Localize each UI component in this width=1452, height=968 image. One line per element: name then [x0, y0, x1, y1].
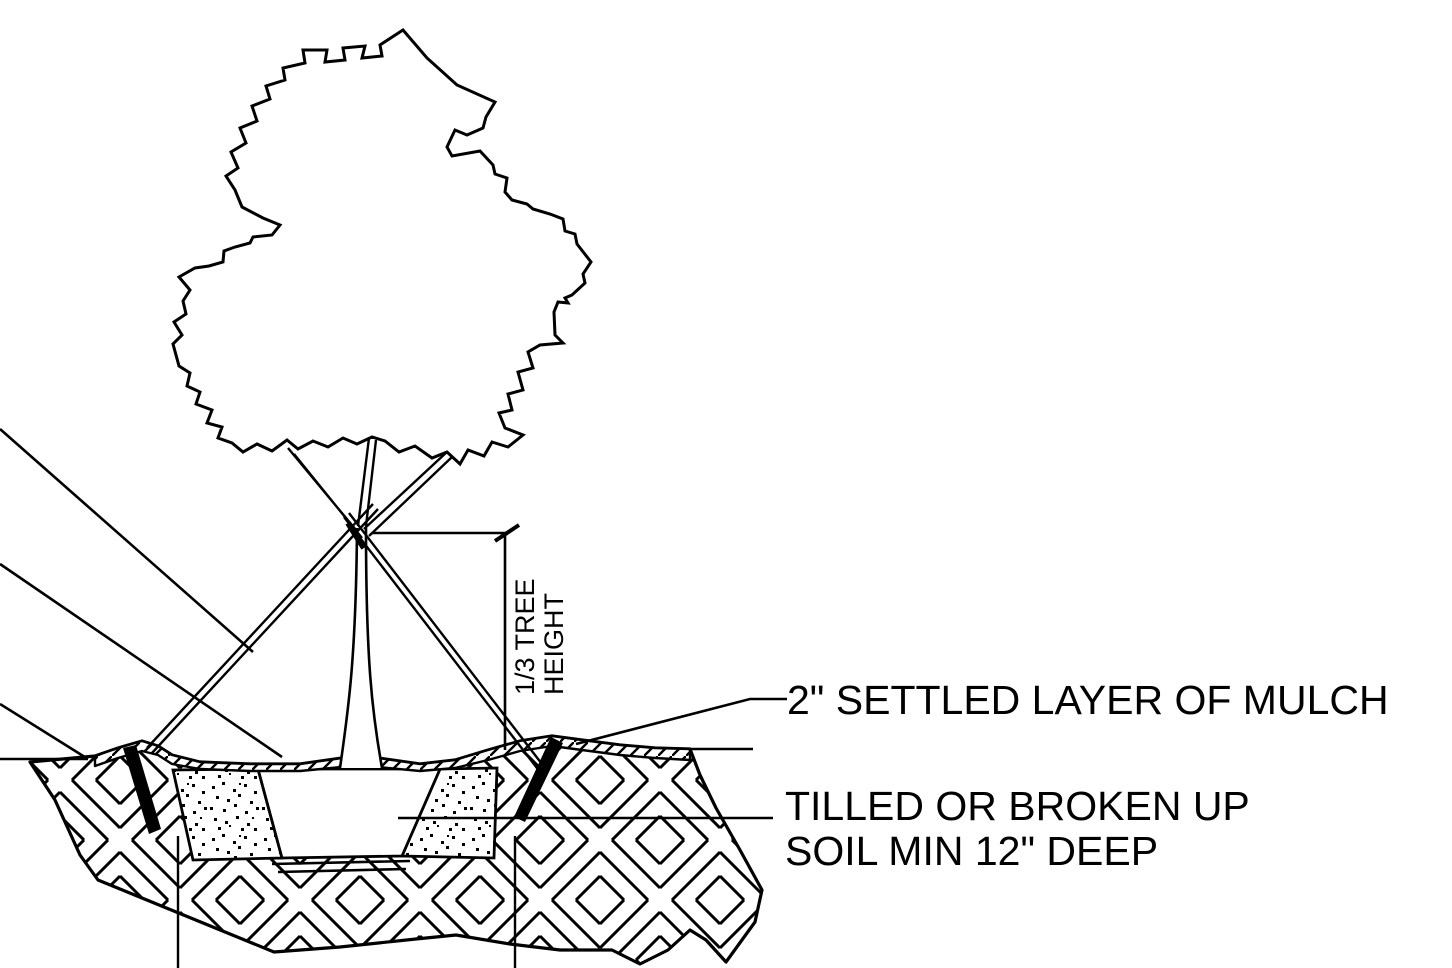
- root-ball: [256, 767, 443, 874]
- label-mulch-text: 2" SETTLED LAYER OF MULCH: [787, 677, 1389, 723]
- label-mulch: 2" SETTLED LAYER OF MULCH: [575, 677, 1389, 746]
- label-tilled-soil-line2: SOIL MIN 12" DEEP: [785, 828, 1158, 874]
- tree-branches: [287, 437, 453, 539]
- root-ball-base-lines: [271, 859, 411, 874]
- guy-wire-left: [146, 503, 379, 754]
- guy-wire-right: [343, 512, 546, 773]
- wire-crossing-tie: [345, 521, 367, 550]
- dimension-text-line2: HEIGHT: [539, 593, 569, 695]
- stake-left: [123, 745, 161, 834]
- dimension-tick: [493, 523, 521, 543]
- mulch-layer: [93, 734, 692, 773]
- label-tilled-soil-line1: TILLED OR BROKEN UP: [785, 783, 1250, 829]
- tree-canopy: [171, 28, 593, 467]
- leader-line-2: [0, 562, 283, 759]
- stake-right: [514, 737, 563, 822]
- leader-lines-left: [0, 428, 283, 761]
- dimension-tree-height: 1/3 TREE HEIGHT: [372, 523, 569, 750]
- leader-line-mulch: [575, 697, 787, 746]
- label-tilled-soil: TILLED OR BROKEN UP SOIL MIN 12" DEEP: [398, 783, 1250, 874]
- leader-line-1: [0, 428, 254, 653]
- leader-line-3: [0, 702, 89, 761]
- tree-trunk: [338, 527, 384, 769]
- dimension-text-line1: 1/3 TREE: [510, 578, 540, 695]
